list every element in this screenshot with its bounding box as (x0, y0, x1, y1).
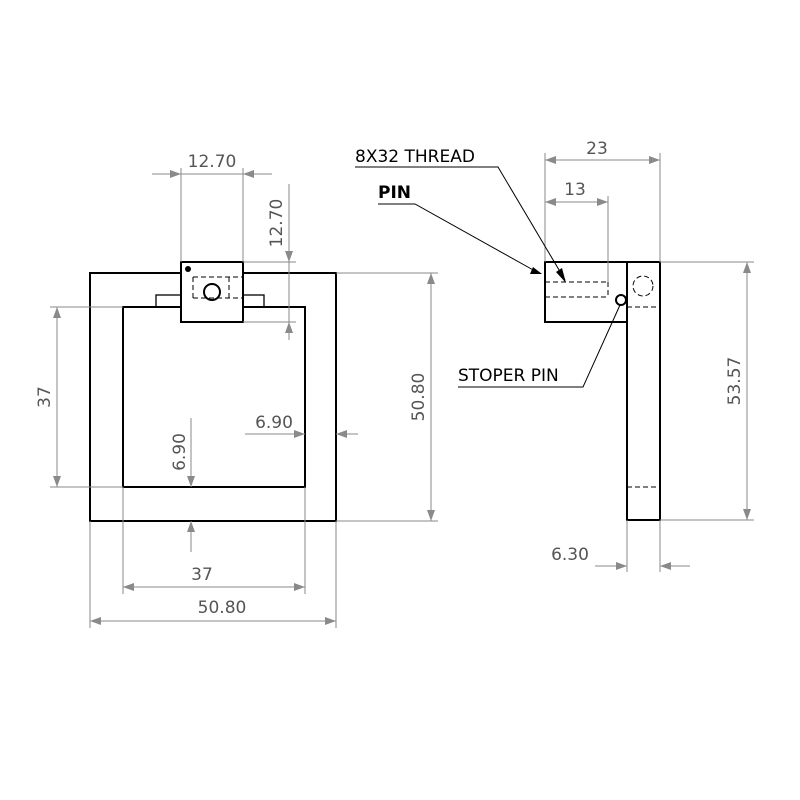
clip-block (180, 261, 244, 323)
dim-clip-width: 12.70 (152, 152, 272, 262)
thread-label: 8X32 THREAD (355, 147, 475, 167)
dim-bottom-offset-label: 6.90 (170, 433, 190, 471)
side-body (626, 261, 661, 521)
dim-side-offset: 6.90 (245, 413, 358, 438)
callout-thread: 8X32 THREAD (355, 147, 566, 283)
dim-side-offset-label: 6.90 (255, 413, 293, 433)
inner-window (122, 306, 306, 488)
pin-dot (185, 266, 191, 272)
dim-side-total-width-label: 23 (586, 139, 608, 159)
dim-inner-width: 37 (122, 487, 306, 594)
dim-inner-height: 37 (35, 306, 123, 488)
pin-label: PIN (378, 183, 411, 203)
stopper-pin (615, 294, 627, 306)
dim-inner-height-label: 37 (35, 386, 55, 408)
dim-thread-depth-label: 13 (564, 180, 586, 200)
dim-clip-width-label: 12.70 (188, 152, 237, 172)
dim-inner-width-label: 37 (191, 565, 213, 585)
dim-side-thickness: 6.30 (551, 520, 690, 572)
dim-thread-depth: 13 (545, 180, 609, 282)
stopper-pin-label: STOPER PIN (458, 366, 559, 386)
dim-side-total-width: 23 (544, 139, 661, 262)
dim-side-thickness-label: 6.30 (551, 545, 589, 565)
side-clip-block (544, 261, 628, 323)
clip-hole (203, 283, 221, 301)
dim-side-total-height: 53.57 (660, 261, 754, 521)
dim-bottom-offset: 6.90 (170, 418, 195, 552)
callout-stopper-pin: STOPER PIN (458, 304, 621, 388)
side-view: 23 13 53.57 6.30 (355, 139, 754, 572)
callout-pin: PIN (378, 183, 542, 274)
dim-clip-height-label: 12.70 (267, 199, 287, 248)
dim-side-total-height-label: 53.57 (725, 357, 745, 406)
dim-clip-height: 12.70 (243, 184, 296, 340)
front-view: 12.70 12.70 37 50.80 (35, 152, 438, 628)
dim-outer-width: 50.80 (89, 521, 337, 628)
side-pin-hole (632, 275, 654, 297)
dim-outer-height-label: 50.80 (409, 373, 429, 422)
dim-outer-height: 50.80 (336, 272, 438, 522)
dim-outer-width-label: 50.80 (198, 598, 247, 618)
